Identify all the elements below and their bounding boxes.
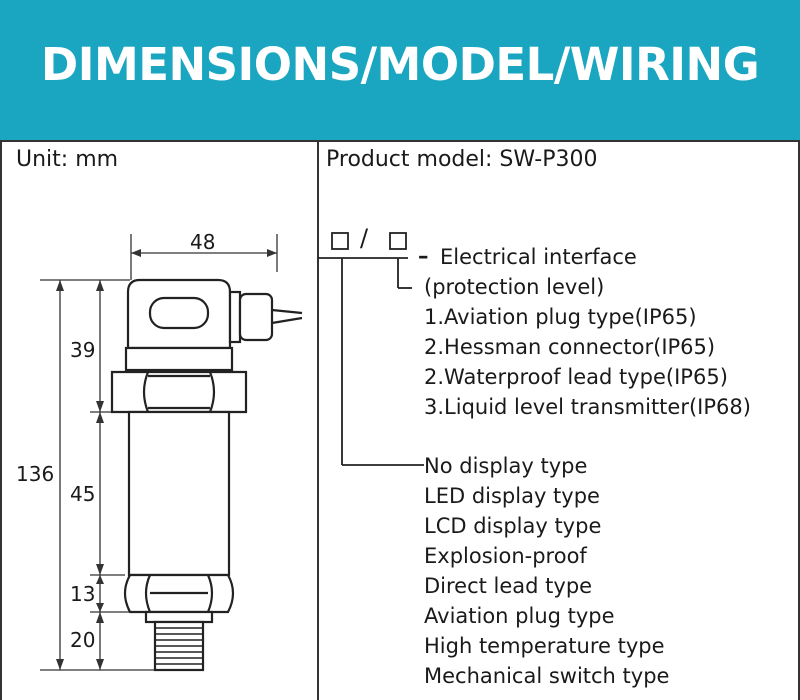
dimension-39-label: 39 xyxy=(70,338,96,362)
electrical-dash: – xyxy=(418,244,429,268)
header-banner: DIMENSIONS/MODEL/WIRING xyxy=(0,0,800,140)
frame-top-border xyxy=(0,140,800,142)
page-title: DIMENSIONS/MODEL/WIRING xyxy=(40,38,760,91)
display-type-item: High temperature type xyxy=(424,634,665,658)
frame-left-border xyxy=(0,140,2,700)
display-type-item: LED display type xyxy=(424,484,600,508)
model-code-separator: / xyxy=(360,224,369,252)
dimension-width-label: 48 xyxy=(190,230,216,254)
electrical-option: 2.Hessman connector(IP65) xyxy=(424,335,716,359)
dimension-total-label: 136 xyxy=(16,462,55,486)
electrical-interface-title: Electrical interface xyxy=(440,245,637,269)
model-code-box-1 xyxy=(331,232,349,250)
dimension-20-label: 20 xyxy=(70,628,96,652)
electrical-interface-subtitle: (protection level) xyxy=(424,275,605,299)
panel-divider xyxy=(317,140,319,700)
dimension-45-label: 45 xyxy=(70,482,96,506)
frame-right-border xyxy=(798,140,800,700)
electrical-option: 1.Aviation plug type(IP65) xyxy=(424,305,697,329)
display-type-item: Direct lead type xyxy=(424,574,593,598)
dimension-13-label: 13 xyxy=(70,582,96,606)
display-type-item: No display type xyxy=(424,454,588,478)
display-type-item: Aviation plug type xyxy=(424,604,615,628)
electrical-option: 2.Waterproof lead type(IP65) xyxy=(424,365,728,389)
model-code-box-2 xyxy=(389,232,407,250)
display-type-item: LCD display type xyxy=(424,514,602,538)
display-type-item: Mechanical switch type xyxy=(424,664,670,688)
display-type-item: Explosion-proof xyxy=(424,544,587,568)
electrical-option: 3.Liquid level transmitter(IP68) xyxy=(424,395,751,419)
unit-label: Unit: mm xyxy=(16,147,119,172)
product-model-label: Product model: SW-P300 xyxy=(326,147,598,172)
